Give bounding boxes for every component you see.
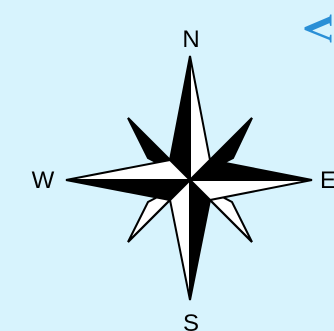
cut-off-heading: V	[296, 14, 334, 43]
south-label: S	[183, 310, 199, 331]
west-label: W	[32, 167, 55, 194]
north-point	[170, 56, 210, 180]
east-label: E	[320, 167, 334, 194]
compass-rose	[66, 56, 312, 300]
east-point	[190, 160, 312, 200]
west-point	[66, 160, 190, 200]
north-label: N	[182, 26, 199, 53]
south-point	[170, 180, 210, 300]
